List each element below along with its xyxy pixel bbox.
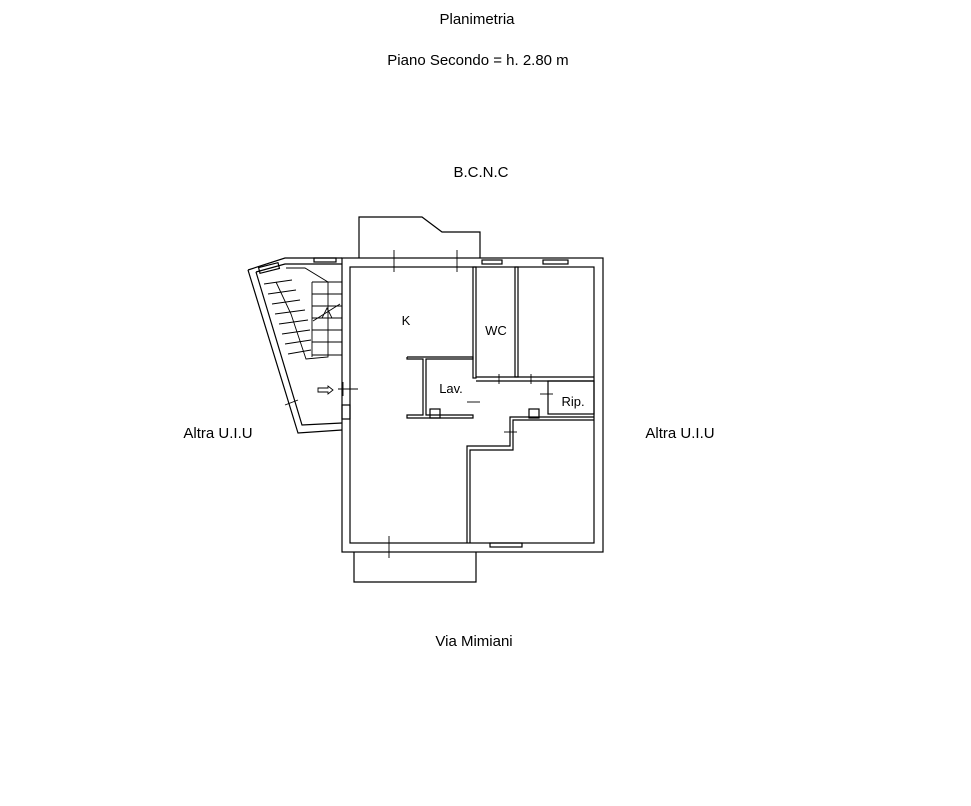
staircase bbox=[247, 257, 343, 434]
label-east: Altra U.I.U bbox=[645, 425, 714, 442]
walls bbox=[313, 216, 604, 583]
plan-title: Planimetria bbox=[439, 11, 515, 28]
label-north: B.C.N.C bbox=[453, 164, 508, 181]
room-laundry: Lav. bbox=[439, 381, 463, 396]
floor-height: Piano Secondo = h. 2.80 m bbox=[387, 52, 568, 69]
label-street: Via Mimiani bbox=[435, 633, 512, 650]
entrance-arrow-icon bbox=[317, 385, 334, 395]
room-storage: Rip. bbox=[561, 394, 584, 409]
room-wc: WC bbox=[485, 323, 507, 338]
door-marks bbox=[338, 250, 553, 558]
label-west: Altra U.I.U bbox=[183, 425, 252, 442]
room-kitchen: K bbox=[402, 313, 411, 328]
